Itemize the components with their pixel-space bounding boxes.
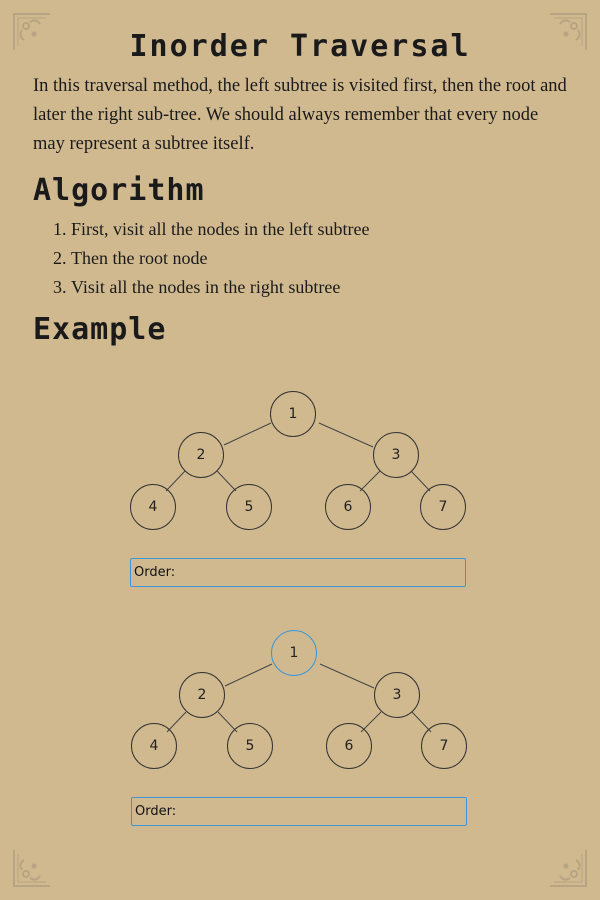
tree-node[interactable]: 1 bbox=[270, 391, 316, 437]
corner-ornament-icon bbox=[544, 10, 590, 56]
algorithm-step: 3.Visit all the nodes in the right subtr… bbox=[53, 277, 341, 297]
tree-node[interactable]: 6 bbox=[326, 723, 372, 769]
page-title: Inorder Traversal bbox=[129, 29, 471, 64]
tree-node[interactable]: 6 bbox=[325, 484, 371, 530]
tree-node[interactable]: 4 bbox=[130, 484, 176, 530]
main-content: Inorder Traversal In this traversal meth… bbox=[33, 25, 567, 350]
order-label: Order: bbox=[135, 804, 177, 819]
corner-ornament-icon bbox=[10, 844, 56, 890]
algorithm-step: 2.Then the root node bbox=[53, 248, 208, 268]
tree-node[interactable]: 5 bbox=[226, 484, 272, 530]
binary-tree: 1 2 3 4 5 6 7 bbox=[0, 382, 600, 542]
tree-edges bbox=[165, 422, 431, 492]
tree-node[interactable]: 3 bbox=[374, 672, 420, 718]
order-output: Order: bbox=[131, 797, 467, 826]
tree-node[interactable]: 3 bbox=[373, 432, 419, 478]
binary-tree: 1 2 3 4 5 6 7 bbox=[0, 622, 600, 782]
example-heading: Example bbox=[33, 312, 167, 347]
algorithm-heading: Algorithm bbox=[33, 173, 205, 208]
corner-ornament-icon bbox=[10, 10, 56, 56]
tree-node-highlighted[interactable]: 1 bbox=[271, 630, 317, 676]
tree-node[interactable]: 4 bbox=[131, 723, 177, 769]
order-output: Order: bbox=[130, 558, 466, 587]
tree-node[interactable]: 5 bbox=[227, 723, 273, 769]
algorithm-steps: 1.First, visit all the nodes in the left… bbox=[33, 215, 567, 302]
tree-node[interactable]: 7 bbox=[420, 484, 466, 530]
corner-ornament-icon bbox=[544, 844, 590, 890]
order-label: Order: bbox=[134, 565, 176, 580]
algorithm-step: 1.First, visit all the nodes in the left… bbox=[53, 219, 370, 239]
tree-node[interactable]: 2 bbox=[179, 672, 225, 718]
intro-paragraph: In this traversal method, the left subtr… bbox=[33, 76, 567, 154]
tree-node[interactable]: 7 bbox=[421, 723, 467, 769]
tree-node[interactable]: 2 bbox=[178, 432, 224, 478]
